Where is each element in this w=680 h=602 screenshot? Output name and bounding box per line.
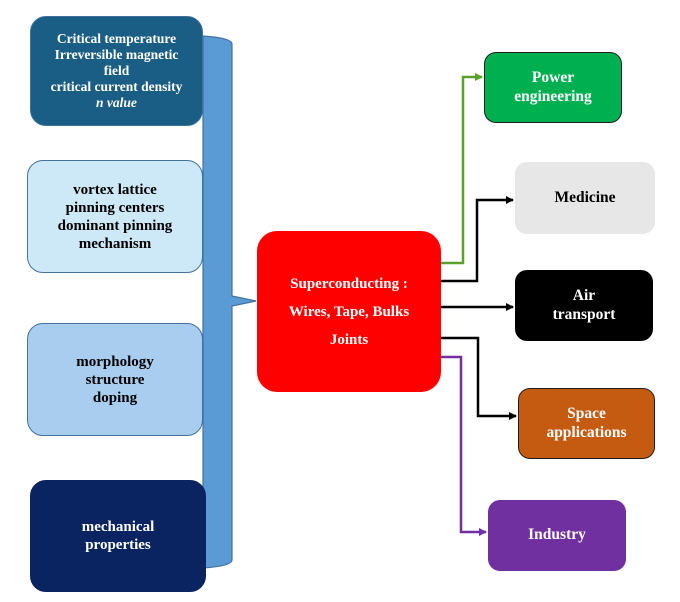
app-line: Medicine [554,188,616,206]
box-line: field [103,62,130,78]
app-line: applications [546,423,627,441]
application-space: Space applications [518,388,655,459]
grouping-brace [202,35,257,569]
box-line: properties [85,537,151,553]
box-line: Critical temperature [56,30,177,46]
box-line: morphology [76,353,154,370]
center-line: Superconducting : [290,275,408,292]
arrow-to-power-engineering [441,73,483,265]
center-superconducting-box: Superconducting : Wires, Tape, Bulks Joi… [257,231,441,392]
app-line: engineering [514,87,592,105]
properties-box-morphology: morphology structure doping [27,323,203,436]
properties-box-pinning: vortex lattice pinning centers dominant … [27,160,203,273]
box-line: critical current density [50,79,183,95]
box-line: doping [92,389,138,406]
application-medicine: Medicine [515,162,655,234]
box-line: mechanism [78,235,152,252]
arrow-to-industry [441,355,487,536]
box-line-italic: n value [96,95,137,111]
arrow-to-space-applications [441,336,517,420]
box-line: pinning centers [65,199,165,216]
app-line: Industry [528,526,586,544]
app-line: Power [531,68,575,86]
box-line: dominant pinning [57,217,173,234]
app-line: Air [572,286,596,304]
application-air-transport: Air transport [515,270,653,341]
app-line: transport [552,305,616,323]
application-industry: Industry [488,500,626,571]
box-line: mechanical [81,519,155,535]
properties-box-mechanical: mechanical properties [30,480,206,592]
arrow-to-medicine [441,196,514,283]
center-line: Joints [329,331,369,348]
app-line: Space [567,404,606,422]
center-line: Wires, Tape, Bulks [288,303,410,320]
properties-box-critical: Critical temperature Irreversible magnet… [30,16,203,126]
box-line: structure [85,371,145,388]
box-line: vortex lattice [73,181,157,198]
application-power-engineering: Power engineering [484,52,622,123]
box-line: Irreversible magnetic [54,46,179,62]
